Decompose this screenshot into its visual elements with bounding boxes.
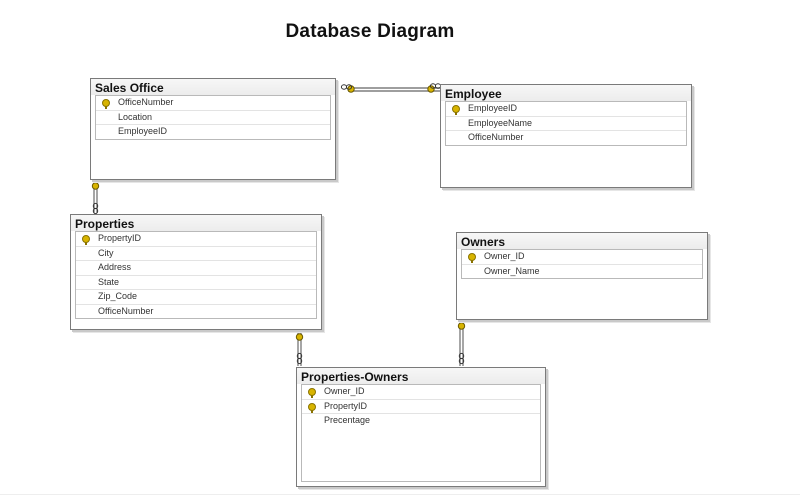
primary-key-icon — [308, 388, 316, 398]
column-row[interactable]: EmployeeID — [446, 102, 686, 117]
column-row[interactable]: EmployeeName — [446, 117, 686, 131]
column-name: OfficeNumber — [118, 97, 174, 107]
column-name: Owner_Name — [484, 265, 540, 276]
column-name: PropertyID — [98, 233, 142, 243]
column-row[interactable]: Address — [76, 261, 316, 276]
key-endpoint-icon — [427, 85, 435, 93]
column-name: EmployeeID — [118, 126, 168, 136]
table-title: Properties — [71, 215, 321, 231]
column-row[interactable]: City — [76, 247, 316, 261]
column-name: Owner_ID — [324, 386, 365, 396]
table-properties[interactable]: Properties PropertyID City Address State… — [70, 214, 322, 330]
key-endpoint-icon — [457, 322, 466, 330]
column-row[interactable]: State — [76, 276, 316, 290]
column-name: EmployeeID — [468, 103, 518, 113]
column-row[interactable]: EmployeeID — [96, 125, 330, 139]
infinity-endpoint-icon — [92, 202, 99, 215]
column-name: OfficeNumber — [98, 305, 154, 316]
column-name: City — [98, 247, 114, 258]
infinity-endpoint-icons — [92, 83, 465, 365]
key-endpoint-icon — [295, 333, 304, 341]
key-endpoint-icons — [91, 85, 466, 341]
column-name: Address — [98, 262, 132, 272]
table-title: Properties-Owners — [297, 368, 545, 384]
diagram-title: Database Diagram — [285, 21, 455, 42]
column-row[interactable]: Zip_Code — [76, 290, 316, 305]
column-row[interactable]: Owner_Name — [462, 265, 702, 279]
column-list: Owner_ID PropertyID Precentage — [301, 384, 541, 482]
column-row[interactable]: Precentage — [302, 414, 540, 428]
table-title: Sales Office — [91, 79, 335, 95]
table-sales-office[interactable]: Sales Office OfficeNumber Location Emplo… — [90, 78, 336, 180]
infinity-endpoint-icon — [340, 84, 353, 90]
column-row[interactable]: OfficeNumber — [446, 131, 686, 145]
column-name: Location — [118, 111, 153, 122]
column-row[interactable]: PropertyID — [76, 232, 316, 247]
table-employee[interactable]: Employee EmployeeID EmployeeName OfficeN… — [440, 84, 692, 188]
divider — [0, 494, 800, 495]
infinity-endpoint-icon — [458, 352, 465, 365]
column-list: Owner_ID Owner_Name — [461, 249, 703, 279]
column-name: PropertyID — [324, 400, 368, 411]
column-list: PropertyID City Address State Zip_Code O… — [75, 231, 317, 319]
table-properties-owners[interactable]: Properties-Owners Owner_ID PropertyID Pr… — [296, 367, 546, 487]
infinity-endpoint-icon — [296, 352, 303, 365]
primary-key-icon — [82, 235, 90, 245]
primary-key-icon — [308, 402, 316, 413]
column-row[interactable]: Owner_ID — [462, 250, 702, 265]
column-name: State — [98, 276, 120, 287]
column-name: Zip_Code — [98, 291, 138, 301]
column-row[interactable]: OfficeNumber — [76, 305, 316, 319]
key-endpoint-icon — [91, 182, 100, 190]
primary-key-icon — [102, 99, 110, 109]
column-row[interactable]: Owner_ID — [302, 385, 540, 400]
column-row[interactable]: OfficeNumber — [96, 96, 330, 111]
column-list: OfficeNumber Location EmployeeID — [95, 95, 331, 140]
table-title: Owners — [457, 233, 707, 249]
primary-key-icon — [468, 253, 476, 263]
column-name: OfficeNumber — [468, 132, 524, 142]
column-name: Precentage — [324, 415, 371, 425]
column-list: EmployeeID EmployeeName OfficeNumber — [445, 101, 687, 146]
table-owners[interactable]: Owners Owner_ID Owner_Name — [456, 232, 708, 320]
primary-key-icon — [452, 105, 460, 115]
column-name: Owner_ID — [484, 251, 525, 261]
column-row[interactable]: Location — [96, 111, 330, 125]
table-title: Employee — [441, 85, 691, 101]
column-row[interactable]: PropertyID — [302, 400, 540, 414]
column-name: EmployeeName — [468, 117, 533, 128]
